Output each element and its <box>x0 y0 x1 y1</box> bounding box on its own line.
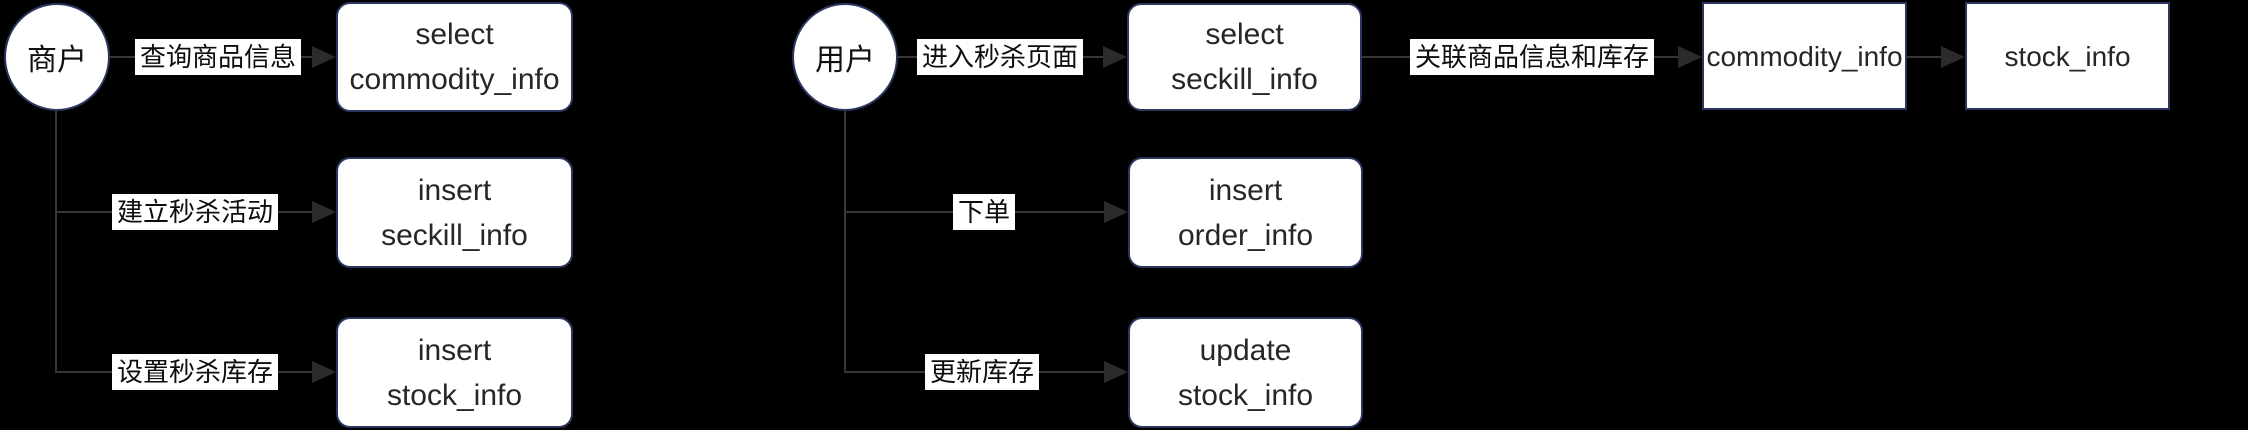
actor-merchant: 商户 <box>4 3 110 111</box>
edge-label-query-commodity: 查询商品信息 <box>134 39 302 75</box>
node-text-line: stock_info <box>1177 378 1314 412</box>
node-update-stock-info: update stock_info <box>1128 317 1363 428</box>
arrowhead-icon <box>312 201 336 223</box>
node-insert-order-info: insert order_info <box>1128 157 1363 268</box>
node-select-seckill-info: select seckill_info <box>1127 3 1362 111</box>
arrowhead-icon <box>1678 46 1702 68</box>
node-insert-seckill-info: insert seckill_info <box>336 157 573 268</box>
arrowhead-icon <box>1104 201 1128 223</box>
node-text-line: select <box>1205 18 1284 51</box>
node-text-line: select <box>415 18 494 51</box>
edge-label-join-info: 关联商品信息和库存 <box>1409 39 1655 75</box>
node-text-line: commodity_info <box>1706 40 1903 72</box>
node-text-line: stock_info <box>2004 40 2131 72</box>
node-text-line: insert <box>417 333 492 367</box>
node-text-line: order_info <box>1177 218 1314 252</box>
node-commodity-info-table: commodity_info <box>1702 2 1907 110</box>
node-text-line: insert <box>417 173 492 207</box>
edge-label-place-order: 下单 <box>952 194 1016 230</box>
arrowhead-icon <box>1103 46 1127 68</box>
arrowhead-icon <box>1104 361 1128 383</box>
edge-label-enter-page: 进入秒杀页面 <box>916 39 1084 75</box>
arrowhead-icon <box>312 361 336 383</box>
edge-label-create-seckill: 建立秒杀活动 <box>111 194 279 230</box>
node-text-line: update <box>1199 333 1292 367</box>
node-insert-stock-info: insert stock_info <box>336 317 573 428</box>
actor-user: 用户 <box>792 3 898 111</box>
edge-label-update-stock: 更新库存 <box>924 354 1040 390</box>
actor-user-label: 用户 <box>815 44 875 77</box>
node-text-line: insert <box>1208 173 1283 207</box>
node-text-line: seckill_info <box>1171 63 1318 96</box>
arrowhead-icon <box>1941 46 1965 68</box>
connector-commodity-stock <box>1907 56 1941 58</box>
node-text-line: seckill_info <box>381 218 528 252</box>
connector-user-branch <box>844 110 846 373</box>
node-stock-info-table: stock_info <box>1965 2 2170 110</box>
actor-merchant-label: 商户 <box>27 44 87 77</box>
edge-label-set-stock: 设置秒杀库存 <box>111 354 279 390</box>
connector-merchant-branch <box>55 110 57 373</box>
node-select-commodity-info: select commodity_info <box>336 2 573 112</box>
arrowhead-icon <box>312 46 336 68</box>
node-text-line: stock_info <box>386 378 523 412</box>
node-text-line: commodity_info <box>349 63 560 96</box>
